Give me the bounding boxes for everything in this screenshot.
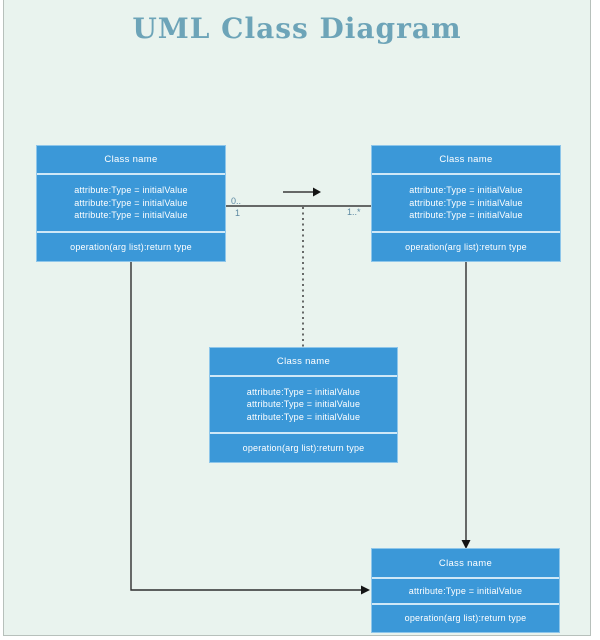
compartment-divider	[372, 231, 560, 233]
attribute-line: attribute:Type = initialValue	[246, 399, 361, 410]
compartment-divider	[37, 231, 225, 233]
compartment-divider	[372, 603, 559, 605]
attribute-line: attribute:Type = initialValue	[409, 210, 523, 221]
attribute-line: attribute:Type = initialValue	[74, 197, 188, 208]
class-name-header: Class name	[104, 154, 158, 165]
attributes-compartment: attribute:Type = initialValue	[372, 579, 559, 603]
directed-connector-topright-to-bottomright[interactable]	[461, 262, 471, 549]
class-box-middle[interactable]: Class name attribute:Type = initialValue…	[209, 347, 398, 463]
attribute-line: attribute:Type = initialValue	[408, 585, 523, 596]
class-name-header: Class name	[276, 356, 331, 367]
class-box-top-left[interactable]: Class name attribute:Type = initialValue…	[36, 145, 226, 262]
multiplicity-label-source-top: 0..	[231, 196, 242, 206]
diagram-page: UML Class Diagram	[3, 0, 591, 636]
operations-compartment: operation(arg list):return type	[210, 434, 397, 462]
class-box-bottom-right[interactable]: Class name attribute:Type = initialValue…	[371, 548, 560, 633]
association-direction-arrow-icon	[283, 187, 321, 197]
compartment-divider	[210, 432, 397, 434]
operation-line: operation(arg list):return type	[70, 241, 192, 252]
attribute-line: attribute:Type = initialValue	[409, 185, 523, 196]
multiplicity-label-source-bottom: 1	[235, 208, 241, 218]
operations-compartment: operation(arg list):return type	[372, 233, 560, 261]
compartment-divider	[37, 173, 225, 175]
directed-connector-topleft-to-bottomright[interactable]	[130, 262, 370, 595]
operations-compartment: operation(arg list):return type	[372, 605, 559, 632]
compartment-divider	[372, 577, 559, 579]
diagram-title: UML Class Diagram	[132, 12, 462, 45]
attribute-line: attribute:Type = initialValue	[74, 185, 188, 196]
class-box-top-right[interactable]: Class name attribute:Type = initialValue…	[371, 145, 561, 262]
operation-line: operation(arg list):return type	[405, 241, 527, 252]
attributes-compartment: attribute:Type = initialValue attribute:…	[372, 175, 560, 231]
attribute-line: attribute:Type = initialValue	[409, 197, 523, 208]
compartment-divider	[210, 375, 397, 377]
compartment-divider	[372, 173, 560, 175]
class-name-header: Class name	[438, 557, 493, 569]
operations-compartment: operation(arg list):return type	[37, 233, 225, 261]
operation-line: operation(arg list):return type	[404, 613, 527, 624]
operation-line: operation(arg list):return type	[242, 442, 365, 453]
attribute-line: attribute:Type = initialValue	[246, 411, 361, 422]
multiplicity-label-target: 1..*	[347, 207, 361, 217]
attributes-compartment: attribute:Type = initialValue attribute:…	[37, 175, 225, 231]
class-name-header: Class name	[439, 154, 493, 165]
attribute-line: attribute:Type = initialValue	[246, 386, 361, 397]
attribute-line: attribute:Type = initialValue	[74, 210, 188, 221]
attributes-compartment: attribute:Type = initialValue attribute:…	[210, 377, 397, 432]
